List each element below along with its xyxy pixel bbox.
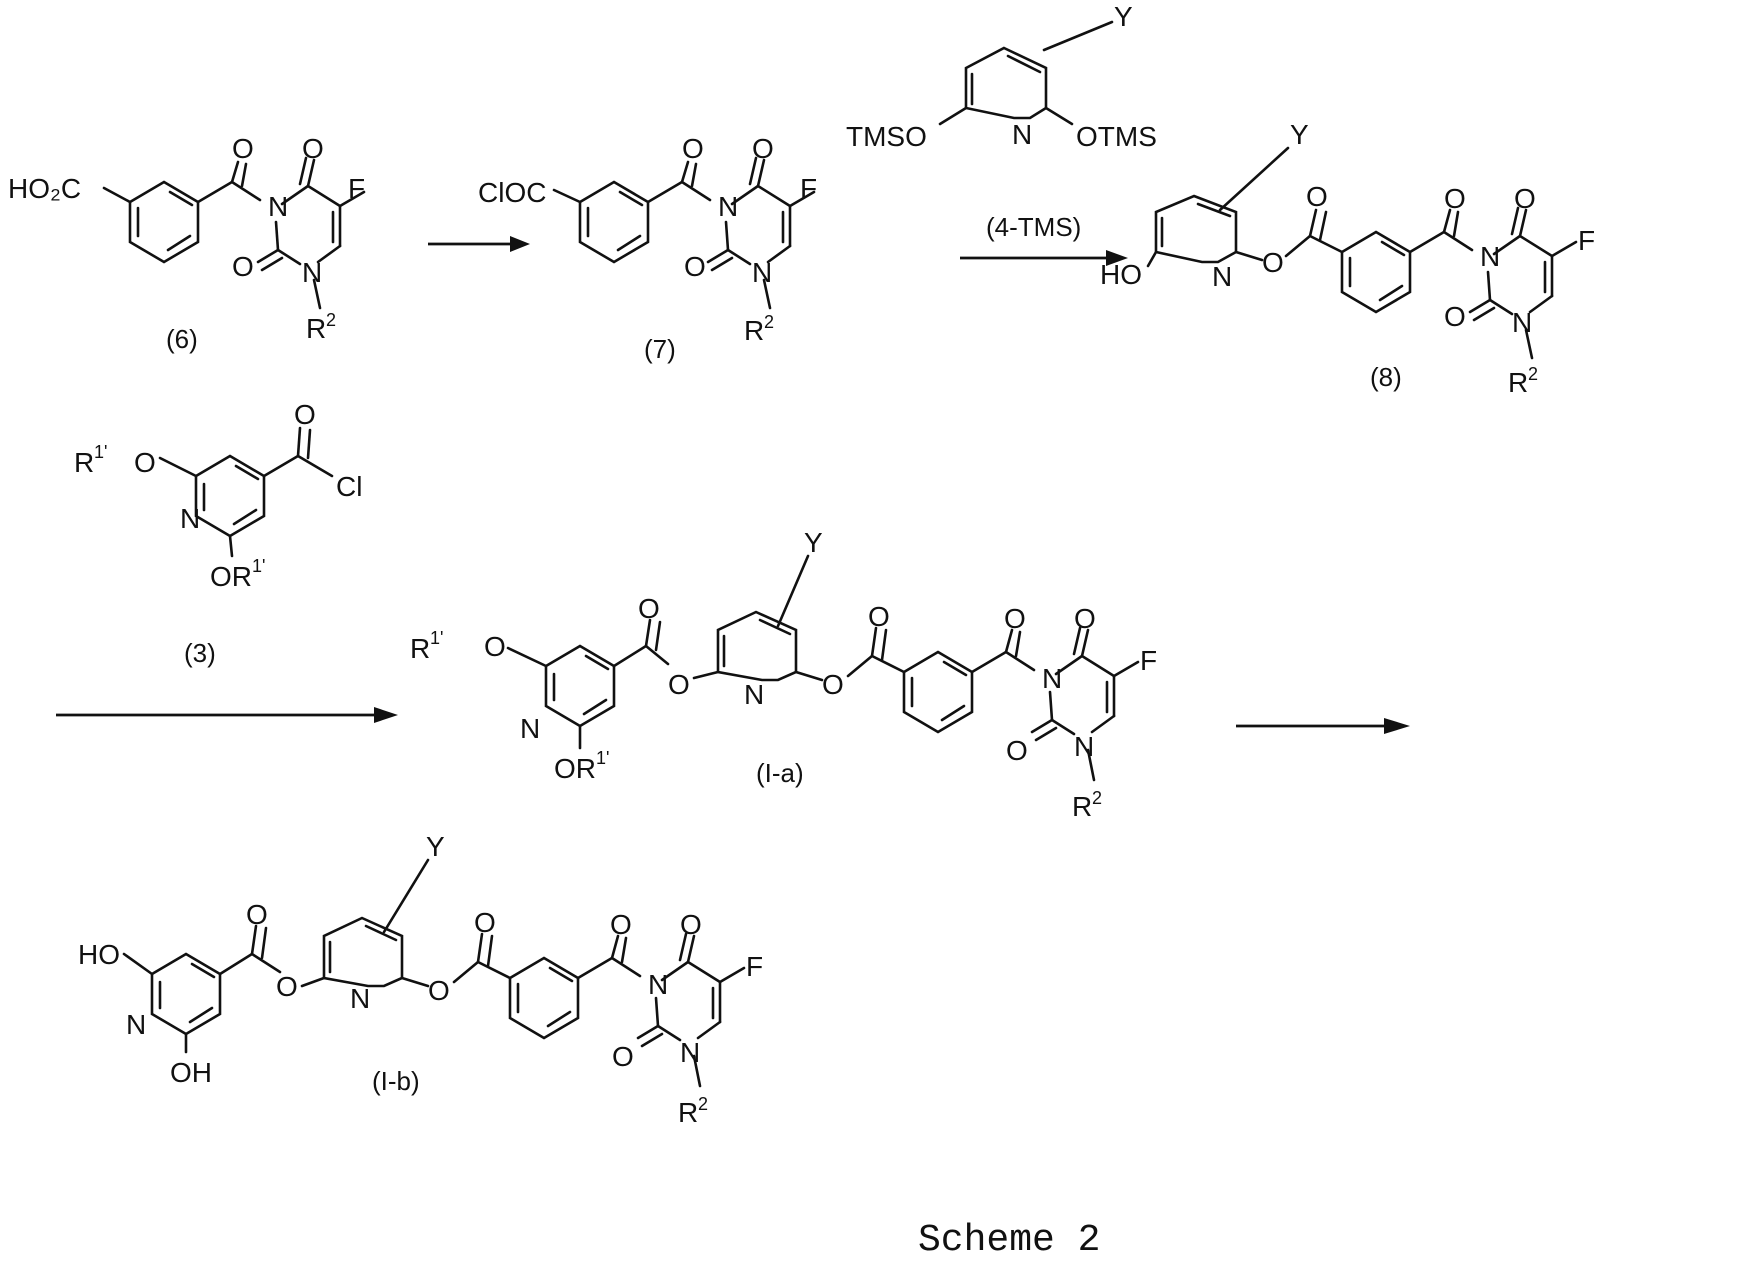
- atom-label: N: [1074, 731, 1094, 762]
- atom-label: R: [410, 633, 430, 664]
- atom-label: F: [348, 173, 365, 204]
- label-compound-3: (3): [184, 638, 216, 668]
- atom-label: 2: [764, 312, 774, 332]
- atom-label: N: [752, 257, 772, 288]
- atom-label: O: [612, 1041, 634, 1072]
- atom-label: R: [74, 447, 94, 478]
- hydroxy-label: HO: [1100, 259, 1142, 290]
- atom-label: R: [1072, 791, 1092, 822]
- reagent-label: (4-TMS): [986, 212, 1081, 242]
- acyl-chloride-label: ClOC: [478, 177, 546, 208]
- compound-ib: HO N OH O O N Y O O O N O F O N R 2 (I-b…: [78, 831, 763, 1128]
- atom-label: N: [744, 679, 764, 710]
- atom-label: 2: [1092, 788, 1102, 808]
- atom-label: N: [520, 713, 540, 744]
- label-compound-6: (6): [166, 324, 198, 354]
- atom-label: OR: [210, 561, 252, 592]
- atom-label: N: [1042, 663, 1062, 694]
- atom-label: N: [648, 969, 668, 1000]
- atom-label: O: [1006, 735, 1028, 766]
- compound-3: O Cl R 1' O N OR 1' (3): [74, 399, 362, 668]
- atom-label: O: [868, 601, 890, 632]
- label-compound-ib: (I-b): [372, 1066, 420, 1096]
- label-compound-7: (7): [644, 334, 676, 364]
- hydroxy-top-label: HO: [78, 939, 120, 970]
- atom-label: O: [276, 971, 298, 1002]
- atom-label: 1': [430, 628, 443, 648]
- atom-label: F: [800, 173, 817, 204]
- atom-label: OR: [554, 753, 596, 784]
- atom-label: O: [668, 669, 690, 700]
- otms-label: OTMS: [1076, 121, 1157, 152]
- atom-label: Y: [1290, 119, 1309, 150]
- atom-label: O: [1444, 301, 1466, 332]
- atom-label: O: [484, 631, 506, 662]
- atom-label: N: [1512, 307, 1532, 338]
- atom-label: O: [294, 399, 316, 430]
- atom-label: 1': [94, 442, 107, 462]
- atom-label: O: [1306, 181, 1328, 212]
- atom-label: Y: [1114, 1, 1133, 32]
- atom-label: F: [1140, 645, 1157, 676]
- atom-label: O: [752, 133, 774, 164]
- atom-label: R: [744, 315, 764, 346]
- atom-label: 2: [326, 310, 336, 330]
- atom-label: O: [1444, 183, 1466, 214]
- compound-6: HO₂C O N O F O N R 2 (6): [8, 133, 365, 354]
- atom-label: O: [428, 975, 450, 1006]
- atom-label: F: [746, 951, 763, 982]
- tmso-label: TMSO: [846, 121, 927, 152]
- atom-label: N: [1480, 241, 1500, 272]
- atom-label: R: [306, 313, 326, 344]
- atom-label: 2: [698, 1094, 708, 1114]
- atom-label: Y: [426, 831, 445, 862]
- atom-label: N: [180, 503, 200, 534]
- compound-7: ClOC O N O F O N R 2 (7): [478, 133, 817, 364]
- atom-label: O: [684, 251, 706, 282]
- atom-label: N: [680, 1037, 700, 1068]
- atom-label: 1': [252, 556, 265, 576]
- label-compound-8: (8): [1370, 362, 1402, 392]
- atom-label: O: [1514, 183, 1536, 214]
- atom-label: R: [1508, 367, 1528, 398]
- atom-label: N: [302, 257, 322, 288]
- atom-label: 1': [596, 748, 609, 768]
- atom-label: O: [1074, 603, 1096, 634]
- atom-label: N: [126, 1009, 146, 1040]
- atom-label: O: [680, 909, 702, 940]
- label-compound-ia: (I-a): [756, 758, 804, 788]
- atom-label: O: [610, 909, 632, 940]
- atom-label: O: [1262, 247, 1284, 278]
- atom-label: O: [246, 899, 268, 930]
- atom-label: O: [682, 133, 704, 164]
- acid-label: HO₂C: [8, 173, 81, 204]
- atom-label: N: [1012, 119, 1032, 150]
- arrow-6-to-7: [428, 236, 530, 252]
- atom-label: N: [350, 983, 370, 1014]
- compound-8: Y N HO O O O N O F O N R 2 (8): [1100, 119, 1595, 398]
- chloride-label: Cl: [336, 471, 362, 502]
- compound-ia: R 1' O N OR 1' O O N Y O O O N O F O N R…: [410, 527, 1157, 822]
- arrow-ia-to-ib: [1236, 718, 1410, 734]
- scheme-caption: Scheme 2: [918, 1219, 1100, 1262]
- atom-label: O: [302, 133, 324, 164]
- atom-label: O: [232, 133, 254, 164]
- atom-label: O: [822, 669, 844, 700]
- atom-label: N: [718, 191, 738, 222]
- atom-label: O: [232, 251, 254, 282]
- atom-label: O: [638, 593, 660, 624]
- atom-label: F: [1578, 225, 1595, 256]
- arrow-to-ia: [56, 707, 398, 723]
- atom-label: N: [1212, 261, 1232, 292]
- atom-label: R: [678, 1097, 698, 1128]
- atom-label: Y: [804, 527, 823, 558]
- atom-label: O: [134, 447, 156, 478]
- atom-label: O: [474, 907, 496, 938]
- atom-label: O: [1004, 603, 1026, 634]
- hydroxy-bottom-label: OH: [170, 1057, 212, 1088]
- reagent-4-tms: Y N TMSO OTMS (4-TMS): [846, 1, 1157, 242]
- atom-label: N: [268, 191, 288, 222]
- atom-label: 2: [1528, 364, 1538, 384]
